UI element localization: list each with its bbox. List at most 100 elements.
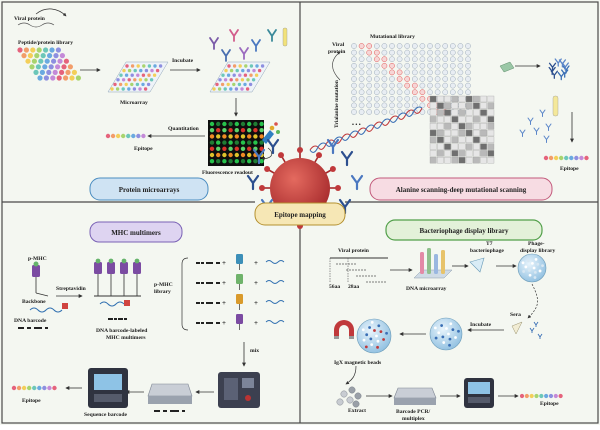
mutation-residue bbox=[449, 82, 456, 89]
array-dot bbox=[141, 82, 145, 87]
readout-dot bbox=[222, 128, 227, 133]
readout-dot bbox=[216, 134, 221, 139]
mutation-residue bbox=[366, 56, 373, 63]
readout-dot bbox=[222, 152, 227, 158]
pd-incubate-label: Incubate bbox=[470, 322, 492, 328]
particle-dot bbox=[442, 341, 446, 344]
particle-dot bbox=[528, 273, 532, 277]
as-title-box bbox=[369, 177, 553, 201]
mutation-residue bbox=[411, 56, 418, 63]
mutation-residue bbox=[434, 89, 441, 95]
pmhc-molecule bbox=[107, 262, 115, 274]
as-dna-helix bbox=[309, 106, 423, 153]
mhc-single-pmhc bbox=[32, 261, 49, 297]
fluorescence-readout-grid bbox=[208, 120, 264, 166]
mutation-residue bbox=[465, 49, 471, 56]
array-dot bbox=[232, 82, 236, 87]
plate-well bbox=[487, 109, 495, 116]
mutation-residue bbox=[411, 89, 418, 95]
mutation-residue bbox=[442, 49, 449, 56]
pm-epitope-label: Epitope bbox=[134, 146, 153, 152]
antibody-icon bbox=[543, 135, 550, 143]
library-dot bbox=[67, 64, 73, 70]
mutation-residue bbox=[381, 43, 388, 49]
readout-dot bbox=[209, 146, 215, 151]
array-dot bbox=[223, 78, 228, 82]
pm-protein-strand bbox=[17, 22, 55, 28]
peptide-dot bbox=[134, 258, 140, 264]
array-dot bbox=[238, 64, 242, 68]
array-dot bbox=[220, 82, 225, 87]
plate-well bbox=[437, 143, 444, 150]
peptide-dot bbox=[121, 258, 127, 264]
mutation-residue bbox=[358, 89, 365, 95]
mutation-residue bbox=[442, 69, 449, 76]
mutation-residue bbox=[442, 63, 449, 69]
plate-well bbox=[465, 116, 473, 123]
panel-phage-display: Bacteriophage display library Viral prot… bbox=[329, 219, 563, 422]
readout-dot bbox=[216, 152, 221, 158]
mutation-residue bbox=[389, 76, 395, 82]
particle-dot bbox=[368, 326, 371, 329]
barcode-bar bbox=[206, 322, 210, 324]
pd-pcr-machine-icon bbox=[393, 387, 437, 405]
readout-dot bbox=[216, 159, 221, 164]
library-dot bbox=[63, 58, 69, 64]
mutation-residue bbox=[358, 56, 365, 63]
mutation-residue bbox=[396, 96, 403, 102]
pd-magnet-icon bbox=[334, 320, 354, 339]
array-dot bbox=[223, 87, 227, 91]
mutation-residue bbox=[419, 49, 426, 56]
mutation-residue bbox=[351, 76, 357, 82]
mhc-sequence-barcode-label: Sequence barcode bbox=[84, 412, 127, 418]
mutation-residue bbox=[366, 76, 373, 82]
particle-dot bbox=[377, 324, 381, 328]
particle-dot bbox=[522, 270, 526, 273]
epitope-dot bbox=[141, 133, 146, 139]
mutation-residue bbox=[396, 76, 403, 82]
mutation-residue bbox=[457, 43, 464, 49]
readout-dot bbox=[209, 121, 215, 127]
plate-well bbox=[480, 157, 487, 164]
plate-well bbox=[473, 129, 480, 137]
pmhc-molecule bbox=[236, 254, 243, 264]
barcode-bar bbox=[114, 318, 117, 320]
mutation-residue bbox=[419, 82, 426, 89]
plate-well bbox=[473, 109, 480, 116]
plate-well bbox=[480, 123, 487, 130]
mutation-residue bbox=[419, 63, 426, 69]
antibody-icon bbox=[533, 127, 540, 135]
mutation-residue bbox=[351, 43, 357, 49]
mutation-residue bbox=[449, 43, 456, 49]
array-dot bbox=[243, 82, 247, 87]
library-dot bbox=[44, 58, 50, 64]
particle-dot bbox=[370, 343, 374, 347]
particle-dot bbox=[538, 269, 542, 273]
mutation-residue bbox=[404, 82, 411, 89]
pm-microarray-grid bbox=[107, 61, 169, 93]
array-dot bbox=[113, 82, 117, 87]
array-dot bbox=[158, 64, 163, 68]
epitope-dot bbox=[47, 385, 52, 391]
plate-well bbox=[451, 102, 459, 109]
array-dot bbox=[152, 73, 157, 77]
pd-phage-particles bbox=[521, 257, 544, 279]
as-tube-icon bbox=[552, 95, 559, 117]
pm-antibodies bbox=[209, 29, 277, 62]
antibody-icon bbox=[246, 174, 260, 191]
mutation-residue bbox=[465, 76, 471, 82]
barcode-bar bbox=[196, 262, 200, 264]
particle-dot bbox=[370, 320, 374, 324]
array-dot bbox=[121, 87, 125, 91]
epitope-dot bbox=[544, 393, 549, 399]
mutation-residue bbox=[427, 82, 433, 89]
plate-well bbox=[437, 136, 444, 143]
mutation-residue bbox=[449, 56, 456, 63]
pmhc-molecule bbox=[236, 274, 243, 284]
plate-well bbox=[480, 150, 487, 157]
epitope-dot bbox=[126, 133, 131, 139]
epitope-dot bbox=[115, 133, 121, 139]
mutation-residue bbox=[366, 49, 373, 56]
plate-well bbox=[437, 102, 444, 109]
